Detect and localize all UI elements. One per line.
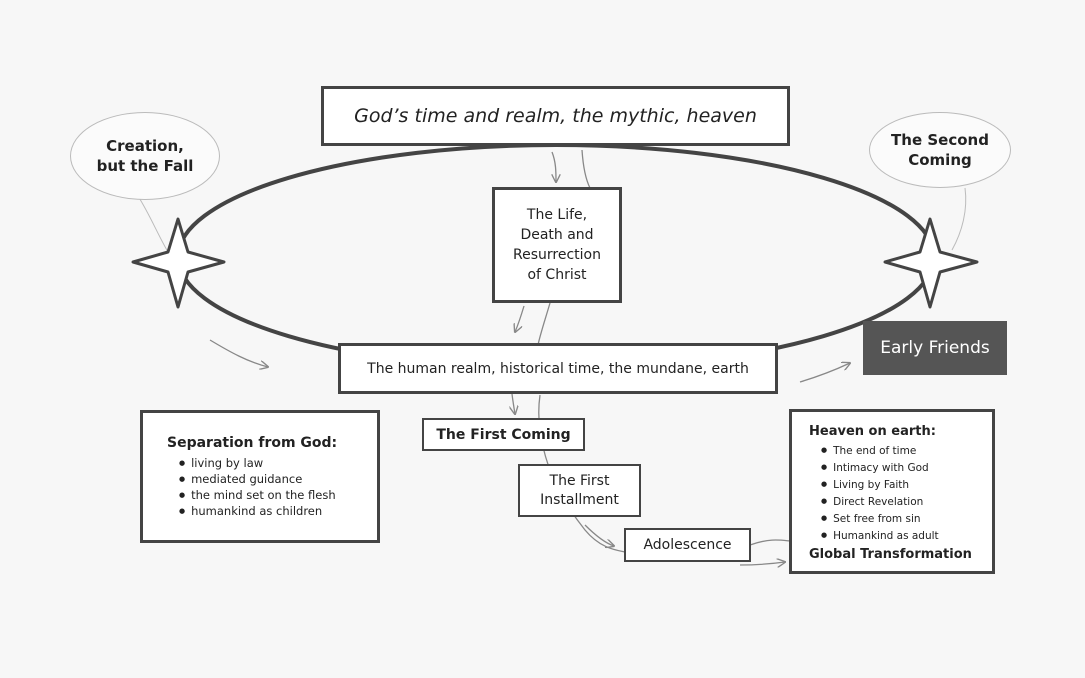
flow-line-christ-human	[537, 302, 551, 346]
separation-item: the mind set on the flesh	[179, 487, 377, 503]
separation-item: mediated guidance	[179, 471, 377, 487]
separation-list: living by law mediated guidance the mind…	[167, 455, 377, 519]
human-realm-text: The human realm, historical time, the mu…	[367, 360, 749, 377]
creation-bubble: Creation, but the Fall	[70, 112, 220, 200]
heaven-on-earth-item: Intimacy with God	[821, 459, 992, 476]
second-coming-bubble-tail	[951, 187, 967, 251]
first-installment-box: The First Installment	[518, 464, 641, 517]
first-installment-line-1: The First	[549, 472, 610, 489]
adolescence-text: Adolescence	[643, 537, 732, 553]
heaven-on-earth-item: The end of time	[821, 442, 992, 459]
christ-box: The Life, Death and Resurrection of Chri…	[492, 187, 622, 303]
creation-bubble-tail	[137, 195, 169, 253]
separation-title: Separation from God:	[167, 435, 338, 451]
first-installment-line-2: Installment	[540, 491, 619, 508]
second-coming-line-2: Coming	[908, 151, 972, 169]
heaven-text: God’s time and realm, the mythic, heaven	[354, 105, 757, 127]
first-coming-text: The First Coming	[436, 426, 571, 443]
second-coming-bubble: The Second Coming	[869, 112, 1011, 188]
star-left-icon	[131, 217, 226, 309]
heaven-on-earth-item: Direct Revelation	[821, 493, 992, 510]
heaven-on-earth-item: Humankind as adult	[821, 527, 992, 544]
arrow-into-christ	[551, 151, 556, 182]
christ-line-4: of Christ	[527, 267, 587, 283]
human-realm-box: The human realm, historical time, the mu…	[338, 343, 778, 394]
star-right-icon	[883, 217, 979, 309]
separation-item: humankind as children	[179, 503, 377, 519]
christ-line-1: The Life,	[526, 207, 588, 223]
heaven-on-earth-item: Living by Faith	[821, 476, 992, 493]
arrow-into-heaven-on-earth	[739, 562, 785, 565]
early-friends-text: Early Friends	[880, 338, 990, 358]
arrow-left-into-human	[209, 339, 268, 367]
arrow-into-human	[515, 305, 525, 332]
heaven-on-earth-box: Heaven on earth: The end of time Intimac…	[789, 409, 995, 574]
arrow-into-installment-curve	[584, 524, 614, 546]
second-coming-line-1: The Second	[891, 131, 989, 149]
arrow-toward-early-friends	[799, 363, 850, 383]
global-transformation: Global Transformation	[809, 547, 972, 562]
flow-line-adolescence-right	[749, 539, 791, 546]
separation-box: Separation from God: living by law media…	[140, 410, 380, 543]
arrow-into-first-coming	[512, 393, 515, 414]
separation-item: living by law	[179, 455, 377, 471]
heaven-on-earth-title: Heaven on earth:	[809, 424, 936, 439]
early-friends-box: Early Friends	[863, 321, 1007, 375]
christ-line-2: Death and	[520, 227, 594, 243]
first-coming-box: The First Coming	[422, 418, 585, 451]
heaven-box: God’s time and realm, the mythic, heaven	[321, 86, 790, 146]
heaven-on-earth-item: Set free from sin	[821, 510, 992, 527]
creation-line-2: but the Fall	[96, 157, 194, 175]
creation-line-1: Creation,	[106, 137, 184, 155]
heaven-on-earth-list: The end of time Intimacy with God Living…	[809, 442, 992, 544]
adolescence-box: Adolescence	[624, 528, 751, 562]
flow-line-heaven-christ	[581, 149, 591, 189]
christ-line-3: Resurrection	[513, 247, 601, 263]
